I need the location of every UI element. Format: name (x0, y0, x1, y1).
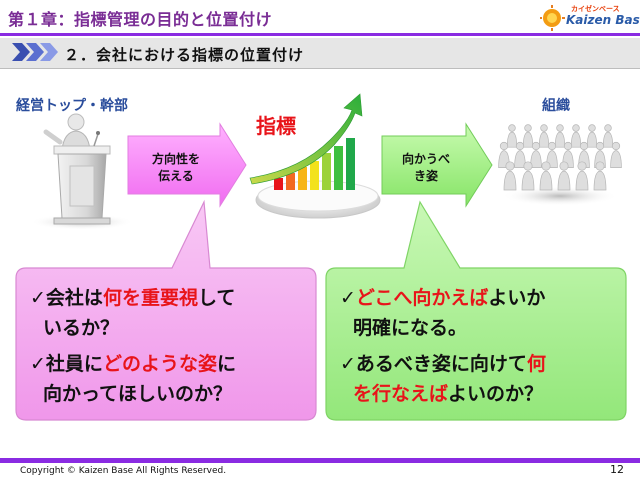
direction-arrow-label: 方向性を 伝える (140, 151, 212, 185)
left-callout-bubble (15, 199, 317, 421)
header-divider (0, 33, 640, 36)
callout-text: よいか (488, 287, 546, 309)
goal-arrow-label: 向かうべ き姿 (392, 151, 460, 185)
callout-text: 向かってほしいのか？ (43, 383, 233, 405)
check-icon: ✓ (340, 353, 356, 375)
callout-item: ✓会社は何を重要視して (30, 283, 236, 313)
left-callout-text: ✓会社は何を重要視して いるか？ ✓社員にどのような姿に 向かってほしいのか？ (30, 283, 236, 409)
check-icon: ✓ (340, 287, 356, 309)
page-number: 12 (610, 463, 624, 476)
callout-item: を行なえばよいのか？ (340, 379, 546, 409)
callout-text: いるか？ (43, 317, 120, 339)
callout-item: ✓あるべき姿に向けて何 (340, 349, 546, 379)
callout-text: に (216, 353, 236, 375)
direction-arrow (127, 122, 247, 208)
kaizen-base-logo (540, 5, 565, 31)
callout-item: ✓どこへ向かえばよいか (340, 283, 546, 313)
callout-text: 社員に (45, 353, 103, 375)
right-callout-text: ✓どこへ向かえばよいか 明確になる。 ✓あるべき姿に向けて何 を行なえばよいのか… (340, 283, 546, 409)
callout-text: よいのか？ (448, 383, 544, 405)
growth-chart-illustration (249, 93, 381, 219)
callout-text: あるべき姿に向けて (355, 353, 527, 375)
organization-label: 組織 (542, 98, 570, 114)
right-callout-bubble (325, 200, 627, 421)
direction-arrow-line2: 伝える (158, 169, 194, 183)
callout-highlight: 何を重要視 (102, 287, 198, 309)
direction-arrow-line1: 方向性を (151, 152, 200, 166)
goal-arrow-line1: 向かうべ (401, 152, 450, 166)
speaker-podium-illustration (30, 113, 134, 230)
callout-highlight: を行なえば (353, 383, 449, 405)
callout-highlight: 何 (526, 353, 546, 375)
callout-highlight: どのような姿 (102, 353, 217, 375)
callout-highlight: どこへ向かえば (355, 287, 489, 309)
callout-item: ✓社員にどのような姿に (30, 349, 236, 379)
check-icon: ✓ (30, 353, 46, 375)
goal-arrow (381, 122, 493, 208)
callout-text: 会社は (45, 287, 103, 309)
callout-text: して (197, 287, 236, 309)
section-subtitle: ２．会社における指標の位置付け (64, 46, 305, 64)
copyright-text: Copyright © Kaizen Base All Rights Reser… (20, 466, 227, 476)
footer-divider (0, 458, 640, 463)
check-icon: ✓ (30, 287, 46, 309)
subtitle-band (0, 38, 640, 69)
callout-text: 明確になる。 (353, 317, 468, 339)
goal-arrow-line2: き姿 (413, 169, 438, 183)
chevron-right-icon (12, 43, 58, 61)
logo-subtext: カイゼンベース (571, 5, 620, 13)
logo-text: Kaizen Base (566, 13, 640, 27)
executive-label: 経営トップ・幹部 (16, 98, 128, 114)
slide-title: 第１章：指標管理の目的と位置付け (8, 10, 273, 29)
index-label: 指標 (256, 114, 296, 138)
organization-crowd-illustration (498, 124, 622, 206)
